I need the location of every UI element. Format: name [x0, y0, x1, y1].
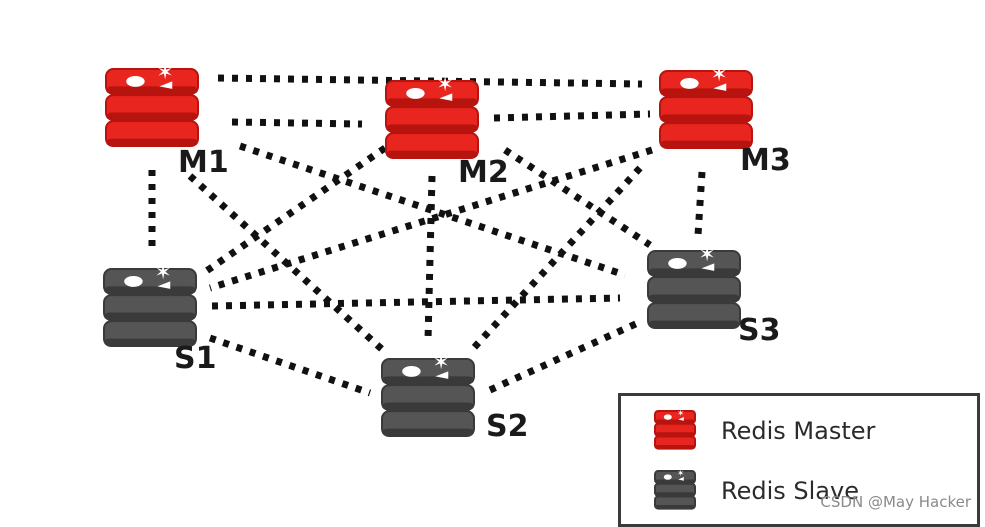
link-m2-s1 [203, 145, 387, 275]
node-label-s2: S2 [486, 409, 528, 444]
link-s1-s3 [211, 294, 621, 310]
link-s1-s2 [208, 334, 372, 397]
node-label-s3: S3 [738, 313, 780, 348]
redis-master-icon: ✶ [654, 409, 696, 450]
svg-text:✶: ✶ [699, 242, 716, 266]
node-s2: ✶ S2 [381, 350, 528, 444]
node-m3: ✶ M3 [659, 62, 791, 178]
svg-text:✶: ✶ [433, 350, 450, 374]
node-s1: ✶ S1 [103, 260, 216, 376]
node-label-m3: M3 [740, 143, 791, 178]
svg-text:✶: ✶ [677, 469, 684, 479]
link-m1-s3 [238, 142, 627, 279]
svg-text:✶: ✶ [157, 60, 174, 84]
redis-slave-icon: ✶ [654, 469, 696, 510]
link-m2-m3 [493, 110, 651, 122]
link-m3-s3 [694, 171, 706, 236]
svg-text:✶: ✶ [711, 62, 728, 86]
svg-text:✶: ✶ [677, 409, 684, 419]
node-m2: ✶ M2 [385, 72, 509, 190]
redis-slave-icon: ✶ [103, 260, 197, 348]
link-m2-s3 [503, 147, 652, 248]
redis-master-icon: ✶ [659, 62, 753, 150]
legend-master-label: Redis Master [721, 417, 876, 445]
redis-master-icon: ✶ [385, 72, 479, 160]
nodes-layer: ✶ M1 ✶ M2 ✶ M3 ✶ S1 ✶ S2 ✶ S3 [103, 60, 791, 444]
node-m1: ✶ M1 [105, 60, 229, 180]
node-label-m2: M2 [458, 155, 509, 190]
svg-text:✶: ✶ [437, 72, 454, 96]
link-m2-s2 [424, 175, 436, 341]
svg-text:✶: ✶ [155, 260, 172, 284]
legend-slave-label: Redis Slave [721, 477, 859, 505]
redis-master-icon: ✶ [105, 60, 199, 148]
legend-row-master: ✶ Redis Master [651, 406, 875, 456]
link-s2-s3 [488, 318, 642, 394]
redis-slave-icon: ✶ [647, 242, 741, 330]
link-m1-m2 [231, 118, 363, 128]
legend-box: ✶ Redis Master ✶ Redis Slave [618, 393, 980, 527]
node-s3: ✶ S3 [647, 242, 780, 348]
redis-slave-icon: ✶ [381, 350, 475, 438]
node-label-m1: M1 [178, 145, 229, 180]
legend-row-slave: ✶ Redis Slave [651, 466, 859, 516]
link-m3-s2 [467, 165, 643, 355]
watermark: CSDN @May Hacker [820, 493, 971, 511]
node-label-s1: S1 [174, 341, 216, 376]
